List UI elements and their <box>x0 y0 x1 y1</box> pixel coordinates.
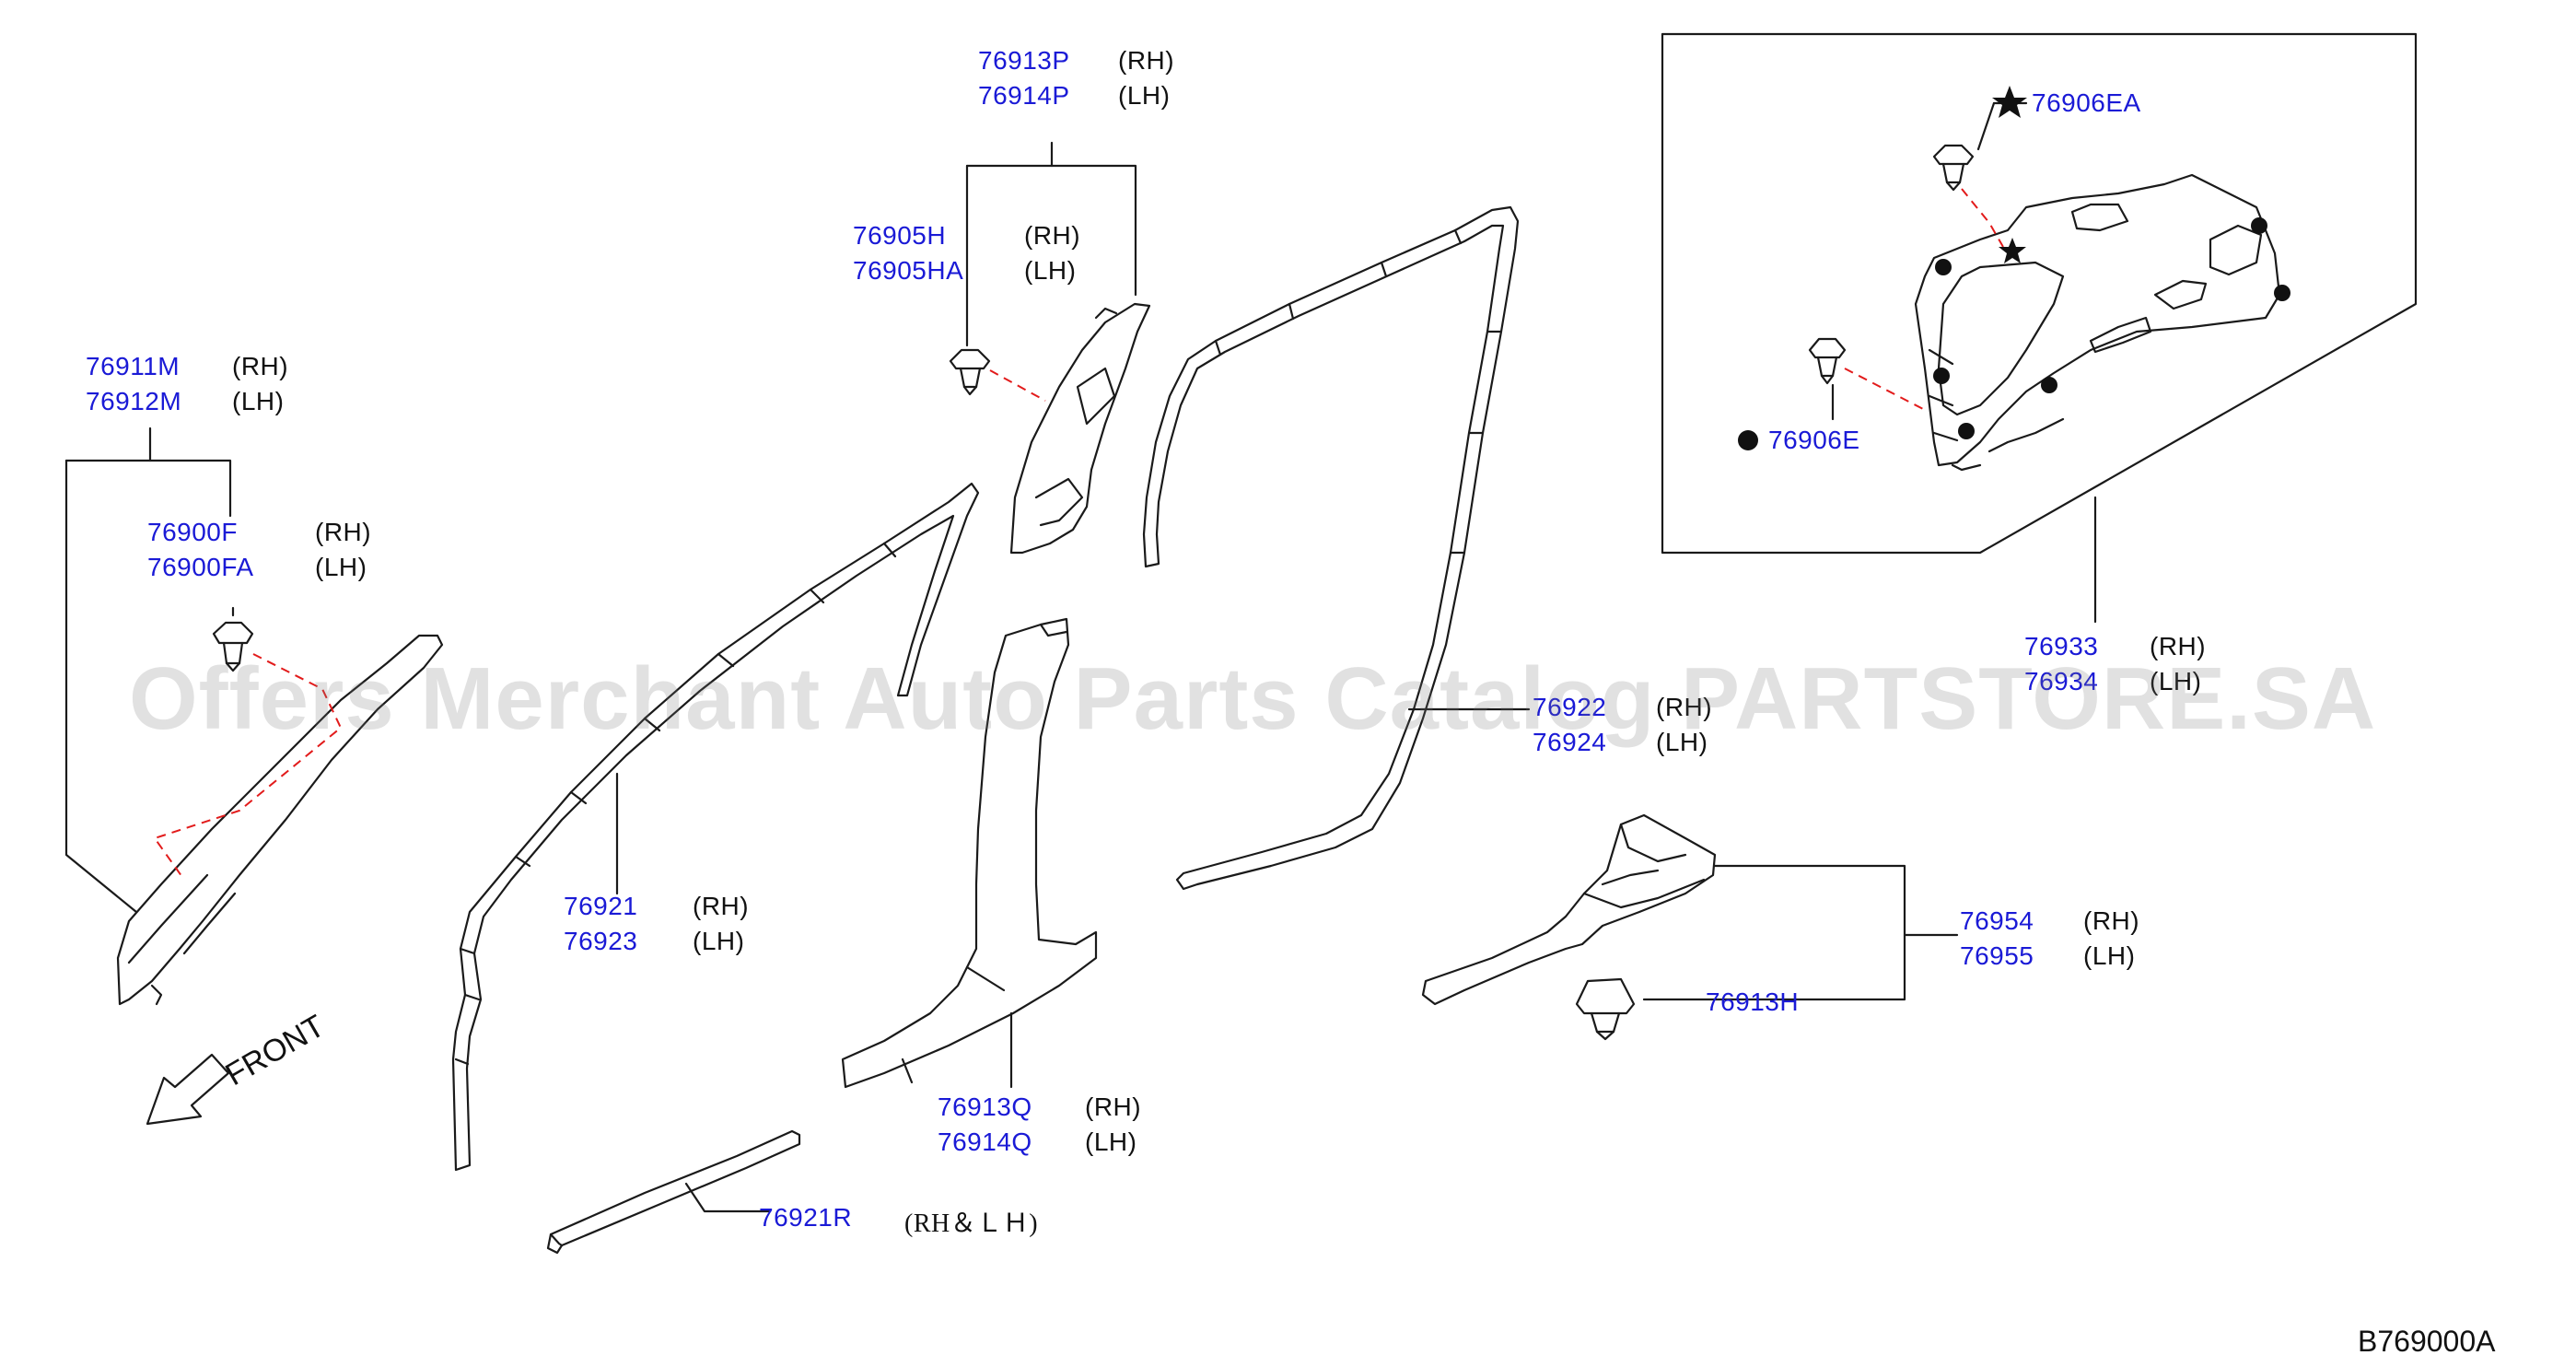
callout-76912M-side: (LH) <box>232 387 285 415</box>
front-arrow-icon <box>146 1053 230 1126</box>
callout-76900FA-side: (LH) <box>315 553 367 581</box>
front-kicking-plate-drawing <box>1421 813 1717 1006</box>
callout-76955-side: (LH) <box>2083 941 2136 970</box>
callout-76906EA[interactable]: 76906EA <box>2032 88 2141 117</box>
callout-76913H[interactable]: 76913H <box>1706 987 1800 1016</box>
callout-76923[interactable]: 76923 <box>564 927 638 955</box>
callout-76914P[interactable]: 76914P <box>978 81 1070 110</box>
callout-76905H-side: (RH) <box>1024 221 1081 250</box>
callout-76900F-side: (RH) <box>315 518 372 546</box>
callout-76906E[interactable]: 76906E <box>1768 426 1860 454</box>
diagram-code: B769000A <box>2358 1325 2496 1358</box>
callout-76954[interactable]: 76954 <box>1960 906 2034 935</box>
b-pillar-lower-drawing <box>841 617 1098 1089</box>
front-door-weatherstrip-drawing <box>451 482 980 1172</box>
callout-76911M-side: (RH) <box>232 352 289 380</box>
callout-76924[interactable]: 76924 <box>1533 728 1607 756</box>
watermark-text: Offers Merchant Auto Parts Catalog PARTS… <box>129 649 2377 748</box>
callout-76933-side: (RH) <box>2150 632 2207 660</box>
callout-76921R[interactable]: 76921R <box>759 1203 853 1232</box>
callout-76955[interactable]: 76955 <box>1960 941 2034 970</box>
callout-76913Q[interactable]: 76913Q <box>938 1092 1032 1121</box>
callout-76934-side: (LH) <box>2150 667 2202 695</box>
callout-76923-side: (LH) <box>693 927 745 955</box>
callout-76914Q[interactable]: 76914Q <box>938 1127 1032 1156</box>
clip-76905H-drawing <box>949 348 991 396</box>
callout-76933[interactable]: 76933 <box>2024 632 2099 660</box>
callout-76911M[interactable]: 76911M <box>86 352 181 380</box>
callout-76922-side: (RH) <box>1656 693 1713 721</box>
clip-76906E-drawing <box>1808 337 1847 385</box>
callout-76905HA[interactable]: 76905HA <box>853 256 964 285</box>
callout-76921R-side: (RH＆ＬＨ) <box>904 1209 1039 1238</box>
callout-76922[interactable]: 76922 <box>1533 693 1607 721</box>
callout-76934[interactable]: 76934 <box>2024 667 2099 695</box>
inset-box-outline <box>1661 32 2418 555</box>
callout-76921-side: (RH) <box>693 892 750 920</box>
rear-door-weatherstrip-drawing <box>1142 205 1520 891</box>
callout-76921[interactable]: 76921 <box>564 892 638 920</box>
a-pillar-garnish-drawing <box>116 634 444 1006</box>
clip-76913H-drawing <box>1575 977 1636 1041</box>
callout-76905H[interactable]: 76905H <box>853 221 947 250</box>
callout-76900F[interactable]: 76900F <box>147 518 238 546</box>
callout-76914Q-side: (LH) <box>1085 1127 1137 1156</box>
callout-76900FA[interactable]: 76900FA <box>147 553 254 581</box>
b-pillar-upper-drawing <box>1009 302 1151 555</box>
rear-quarter-trim-inset <box>1914 173 2281 472</box>
callout-76913P-side: (RH) <box>1118 46 1175 75</box>
kicking-plate-drawing <box>546 1129 801 1255</box>
callout-76914P-side: (LH) <box>1118 81 1171 110</box>
callout-76913Q-side: (RH) <box>1085 1092 1142 1121</box>
callout-76912M[interactable]: 76912M <box>86 387 182 415</box>
assembly-lines <box>153 188 2004 881</box>
callout-76924-side: (LH) <box>1656 728 1708 756</box>
clip-76900F-drawing <box>212 621 254 672</box>
inset-markers <box>1738 86 2290 450</box>
callout-76954-side: (RH) <box>2083 906 2140 935</box>
clip-76906EA-drawing <box>1932 144 1975 192</box>
callout-76913P[interactable]: 76913P <box>978 46 1070 75</box>
callout-76905HA-side: (LH) <box>1024 256 1077 285</box>
